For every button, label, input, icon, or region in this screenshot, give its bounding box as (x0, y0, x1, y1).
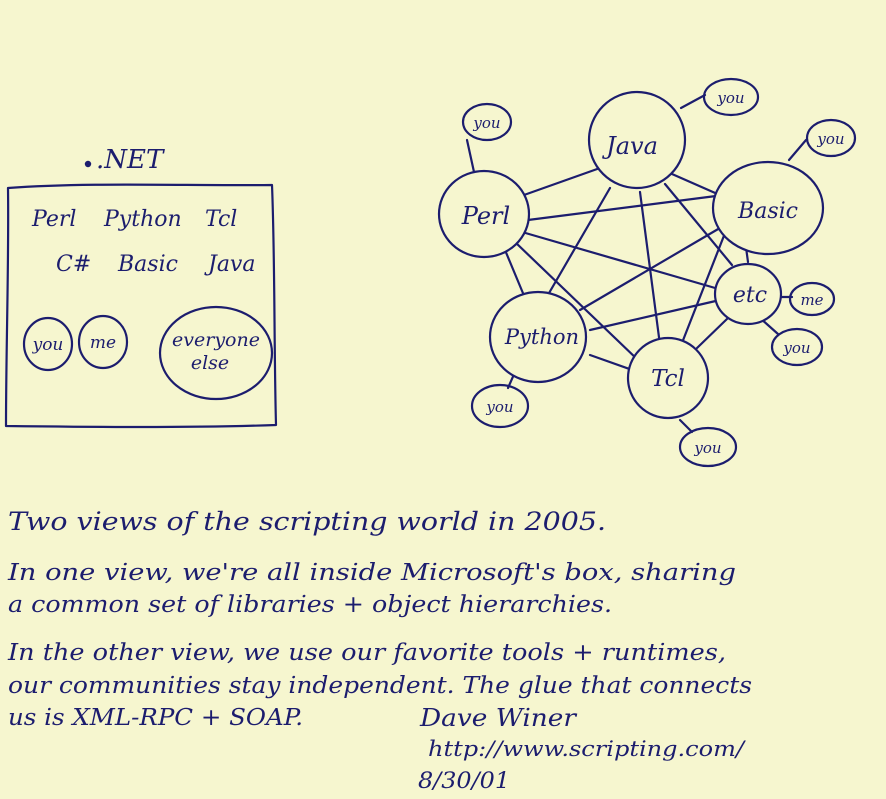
caption-line-1: Two views of the scripting world in 2005… (8, 507, 606, 536)
person-me: me (90, 333, 116, 353)
node-python-bubble (488, 290, 588, 384)
perl-you-link (465, 138, 476, 174)
sat-tcl-you: you (693, 439, 721, 457)
node-perl: Perl (461, 202, 510, 230)
sat-etc-me: me (800, 291, 823, 309)
caption-line-5: our communities stay independent. The gl… (8, 673, 752, 699)
tcl-you-link (678, 418, 694, 434)
caption-line-6: us is XML-RPC + SOAP. (8, 705, 303, 731)
sat-basic-bubble (805, 118, 857, 158)
dotnet-box (4, 183, 278, 429)
java-you-link (679, 93, 707, 110)
node-etc-bubble (713, 262, 783, 326)
lang-python: Python (103, 207, 182, 232)
lang-java: Java (204, 252, 255, 277)
basic-you-link (787, 138, 808, 162)
caption-line-2: In one view, we're all inside Microsoft'… (7, 560, 736, 586)
node-tcl: Tcl (651, 366, 685, 392)
sat-etc-you-bubble (770, 327, 824, 367)
network-view: Java Perl Basic etc Python Tcl you you y… (437, 77, 857, 468)
node-java-bubble (587, 90, 687, 190)
caption: Two views of the scripting world in 2005… (7, 507, 752, 731)
everyone-else-line1: everyone (172, 329, 260, 351)
signature-date: 8/30/01 (418, 769, 510, 794)
lang-basic: Basic (117, 252, 178, 277)
sat-java-bubble (702, 77, 760, 117)
node-basic-bubble (711, 160, 825, 256)
lang-tcl: Tcl (205, 207, 237, 232)
sat-perl-bubble (461, 102, 513, 142)
lang-perl: Perl (31, 207, 76, 232)
node-perl-bubble (437, 169, 531, 259)
node-basic: Basic (737, 199, 798, 224)
sat-java-you: you (716, 89, 744, 107)
caption-line-3: a common set of libraries + object hiera… (8, 592, 612, 618)
node-java: Java (601, 132, 658, 160)
signature-url: http://www.scripting.com/ (428, 737, 746, 761)
node-etc: etc (733, 283, 767, 308)
sat-etc-me-bubble (788, 281, 836, 317)
sat-perl-you: you (472, 114, 500, 132)
dotnet-view: .NET Perl Python Tcl C# Basic Java you m… (4, 145, 278, 429)
dotnet-dot (84, 160, 92, 168)
sat-tcl-bubble (678, 426, 738, 468)
caption-line-4: In the other view, we use our favorite t… (7, 640, 726, 666)
signature-name: Dave Winer (419, 704, 578, 732)
person-me-bubble (77, 314, 129, 370)
person-you-bubble (22, 316, 74, 372)
signature: Dave Winer http://www.scripting.com/ 8/3… (418, 704, 746, 794)
everyone-else-bubble (158, 305, 274, 401)
sat-basic-you: you (816, 130, 844, 148)
dotnet-title: .NET (96, 145, 165, 175)
node-tcl-bubble (626, 336, 710, 420)
sat-python-bubble (470, 383, 530, 429)
sat-python-you: you (485, 398, 513, 416)
everyone-else-line2: else (191, 352, 229, 374)
person-you: you (32, 335, 64, 355)
sat-etc-you: you (782, 339, 810, 357)
node-python: Python (504, 325, 579, 349)
lang-csharp: C# (56, 252, 91, 277)
